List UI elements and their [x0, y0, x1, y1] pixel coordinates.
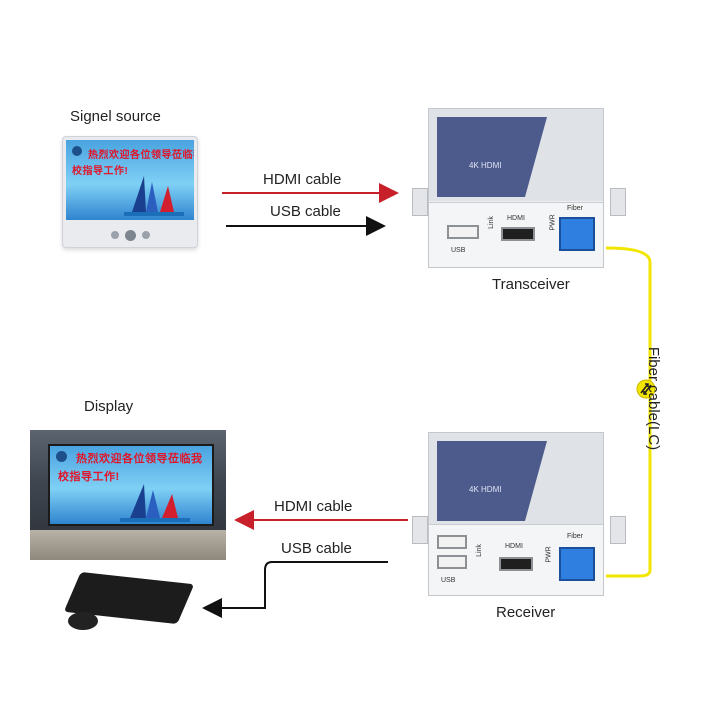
receiver-mount-ear-left — [412, 516, 428, 544]
display-logo-icon — [56, 451, 67, 462]
receiver-pwr-label: PWR — [545, 546, 553, 563]
signal-source-label: Signel source — [70, 108, 161, 125]
usb-port-2 — [437, 555, 467, 569]
next-icon — [141, 231, 150, 239]
source-screen-line1: 热烈欢迎各位领导莅临我 — [88, 150, 194, 161]
display-panel: 热烈欢迎各位领导莅临我 校指导工作! — [48, 444, 214, 526]
player-controls — [63, 223, 197, 247]
receiver-device: 4K HDMI USB Link HDMI PWR Fiber — [428, 432, 604, 596]
usb-port — [447, 225, 479, 239]
source-screen: 热烈欢迎各位领导莅临我 校指导工作! — [66, 140, 194, 220]
receiver-fiber-port — [559, 547, 595, 581]
display-label: Display — [84, 398, 134, 415]
usb-cable-label-bottom: USB cable — [281, 540, 352, 557]
fiber-cable-line — [605, 246, 652, 578]
transceiver-model-label: 4K HDMI — [469, 161, 502, 170]
fiber-cable-label: Fiber cable(LC) — [645, 346, 663, 451]
hdmi-port-label: HDMI — [507, 215, 525, 222]
usb-cable-arrow-bottom — [202, 561, 388, 618]
mouse-icon — [68, 612, 98, 630]
signal-source-monitor: 热烈欢迎各位领导莅临我 校指导工作! — [62, 136, 198, 248]
receiver-fiber-label: Fiber — [567, 533, 583, 540]
usb-cable-label-top: USB cable — [270, 203, 341, 220]
fiber-port — [559, 217, 595, 251]
receiver-label: Receiver — [496, 604, 556, 621]
receiver-link-label: Link — [475, 544, 483, 557]
logo-icon — [72, 146, 82, 156]
display-screen-line2: 校指导工作! — [58, 471, 120, 483]
hdmi-cable-label-top: HDMI cable — [263, 171, 342, 188]
receiver-usb-label: USB — [441, 577, 456, 584]
transceiver-front-panel: USB HDMI PWR Link Fiber — [429, 202, 603, 267]
play-icon — [124, 229, 136, 241]
receiver-hdmi-port — [499, 557, 533, 571]
display-sailboats-icon — [120, 484, 190, 522]
transceiver-mount-ear-right — [610, 188, 626, 216]
usb-port-label: USB — [451, 247, 466, 254]
display-screen-line1: 热烈欢迎各位领导莅临我 — [76, 453, 203, 465]
transceiver-device: 4K HDMI USB HDMI PWR Link Fiber — [428, 108, 604, 268]
fiber-port-label: Fiber — [567, 205, 583, 212]
receiver-front-panel: USB Link HDMI PWR Fiber — [429, 524, 603, 595]
pwr-label: PWR — [549, 214, 557, 231]
usb-port-1 — [437, 535, 467, 549]
receiver-hdmi-label: HDMI — [505, 543, 523, 550]
hdmi-port — [501, 227, 535, 241]
transceiver-label: Transceiver — [492, 276, 570, 293]
transceiver-mount-ear-left — [412, 188, 428, 216]
bidirectional-arrows-icon — [636, 379, 656, 399]
prev-icon — [110, 231, 119, 239]
receiver-mount-ear-right — [610, 516, 626, 544]
source-screen-line2: 校指导工作! — [72, 166, 129, 177]
link-label: Link — [487, 216, 495, 229]
display-screen: 热烈欢迎各位领导莅临我 校指导工作! — [30, 430, 226, 560]
hdmi-cable-label-bottom: HDMI cable — [274, 498, 353, 515]
receiver-model-label: 4K HDMI — [469, 485, 502, 494]
display-floor — [30, 530, 226, 560]
sailboats-icon — [124, 176, 184, 216]
